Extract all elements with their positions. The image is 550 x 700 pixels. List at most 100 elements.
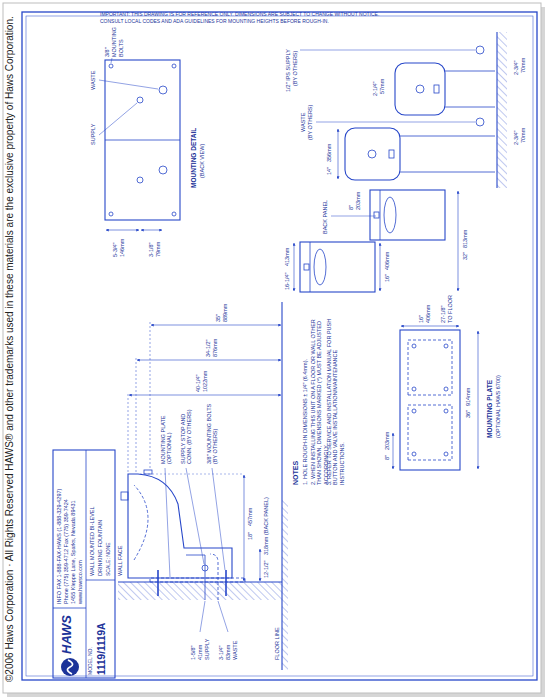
dimension-text: 18"	[247, 532, 253, 540]
dimension-text: 876mm	[212, 339, 218, 357]
side-view-part	[260, 549, 261, 581]
dimension-text: 3-1/8"	[148, 243, 154, 258]
plan-view-part	[434, 85, 439, 93]
front-elevation-part	[314, 249, 326, 285]
title-block-part	[53, 450, 115, 678]
plan-view-part	[497, 32, 507, 188]
front-elevation	[294, 190, 458, 292]
dimension-text: 70mm	[520, 128, 526, 143]
title-block-part	[67, 660, 72, 674]
side-view-part	[150, 578, 245, 582]
note-text: IMPORTANT: THIS DRAWING IS FOR REFERENCE…	[100, 12, 379, 18]
dimension-text: 1-5/8"	[190, 646, 196, 661]
mounting-detail-part	[105, 60, 180, 220]
front-elevation-part	[370, 190, 445, 240]
side-view-part-part	[165, 468, 170, 577]
plan-view-part	[395, 63, 445, 115]
mounting-detail-part	[109, 64, 113, 68]
title-cell-text: DRINKING FOUNTAIN	[97, 520, 103, 576]
front-elevation-part	[310, 242, 311, 292]
mounting-plate-view-part	[444, 452, 448, 456]
dimension-text: 813mm	[462, 230, 468, 248]
plan-view-part	[345, 128, 400, 180]
dimension-text: 1022mm	[202, 371, 208, 392]
side-view-part	[128, 322, 150, 472]
plan-view-part	[476, 46, 484, 54]
dimension-text: 35"	[215, 314, 221, 322]
side-view-part	[244, 475, 245, 581]
mounting-detail-part	[172, 212, 176, 216]
plan-view-part	[416, 85, 424, 93]
front-elevation-part	[294, 243, 295, 291]
dimension-text: 8"	[384, 455, 390, 460]
dimension-text: 32"	[462, 252, 468, 260]
plan-view-part	[400, 136, 495, 172]
plan-view-part	[338, 129, 339, 179]
view-title: (BACK VIEW)	[199, 144, 205, 178]
dimension-text: 8"	[348, 205, 354, 210]
mounting-detail-part	[137, 177, 143, 183]
callout-label: SUPPLY	[90, 124, 96, 145]
title-cell-text: WALL MOUNTED BI-LEVEL	[89, 506, 95, 576]
dimension-text: 203mm	[384, 432, 390, 450]
side-view-part	[118, 582, 282, 600]
mounting-detail-part	[137, 97, 143, 103]
callout-label: MOUNTING	[111, 27, 117, 57]
view-title: (OPTIONAL HAWS 6700)	[495, 375, 501, 438]
mounting-detail-part	[99, 80, 158, 89]
dimension-text: 889mm	[222, 304, 228, 322]
side-view-part	[210, 554, 218, 600]
dimension-text: 36"	[465, 410, 471, 418]
side-view-part-part	[136, 357, 137, 472]
callout-label: 3/8" MOUNTING BOLTS (BY OTHERS)	[206, 400, 219, 464]
dimension-text: 79mm	[155, 242, 161, 257]
plan-view-part	[368, 150, 376, 158]
view-title: MOUNTING DETAIL	[190, 128, 197, 188]
mounting-plate-view-part	[412, 344, 416, 348]
plan-view-part	[389, 150, 394, 158]
side-view-part	[165, 468, 228, 632]
model-number: 1119/1119A	[96, 623, 108, 675]
mounting-plate-view-part	[444, 409, 448, 413]
dimension-text: 2-3/4"	[513, 131, 519, 146]
contact-text: 1455 Kleppe Lane, Sparks, Nevada 89431	[70, 500, 76, 604]
mounting-detail-part	[159, 86, 167, 94]
note-text: 3. REFER TO SERVICE AND INSTALLATION MAN…	[326, 307, 345, 485]
page-sheet	[3, 3, 541, 693]
title-block-part	[86, 580, 115, 581]
side-view-part-part	[128, 392, 129, 472]
front-elevation-part	[384, 197, 396, 233]
dimension-text: 406mm	[425, 305, 431, 323]
mounting-plate-view-part	[412, 452, 416, 456]
side-view-part	[140, 474, 243, 475]
front-elevation-part	[380, 190, 381, 240]
dimension-text: 146mm	[119, 239, 125, 257]
front-elevation-part	[374, 212, 379, 218]
sheet-border-part	[22, 12, 537, 680]
title-cell-text: SCALE: NONE	[106, 542, 112, 576]
callout-label: 1/2" IPS SUPPLY	[285, 49, 291, 92]
side-view-part	[144, 470, 152, 474]
front-elevation-part	[304, 264, 309, 270]
copyright-text: ©2006 Haws Corporation · All Rights Rese…	[4, 16, 16, 682]
title-block-part	[86, 450, 87, 678]
side-view-part	[128, 474, 232, 578]
dimension-text: 406mm	[384, 252, 390, 270]
dimension-text: 203mm	[355, 192, 361, 210]
front-elevation-part	[380, 243, 381, 291]
dimension-text: 40-1/4"	[195, 374, 201, 392]
plan-view-part	[316, 122, 475, 123]
dimension-text: 16"	[384, 274, 390, 282]
mounting-detail-part	[99, 103, 137, 135]
dimension-text: 318mm	[263, 537, 269, 555]
dimension-text: 457mm	[247, 508, 253, 526]
dimension-text: 914mm	[465, 388, 471, 406]
side-view-part	[282, 500, 288, 670]
side-view-part	[129, 395, 281, 396]
mounting-plate-view-part	[400, 330, 460, 470]
mounting-detail-part	[141, 230, 162, 231]
dimension-text: 3-1/4"	[218, 646, 224, 661]
plan-view-part	[300, 50, 475, 51]
dimension-text: TO FLOOR	[447, 295, 453, 323]
